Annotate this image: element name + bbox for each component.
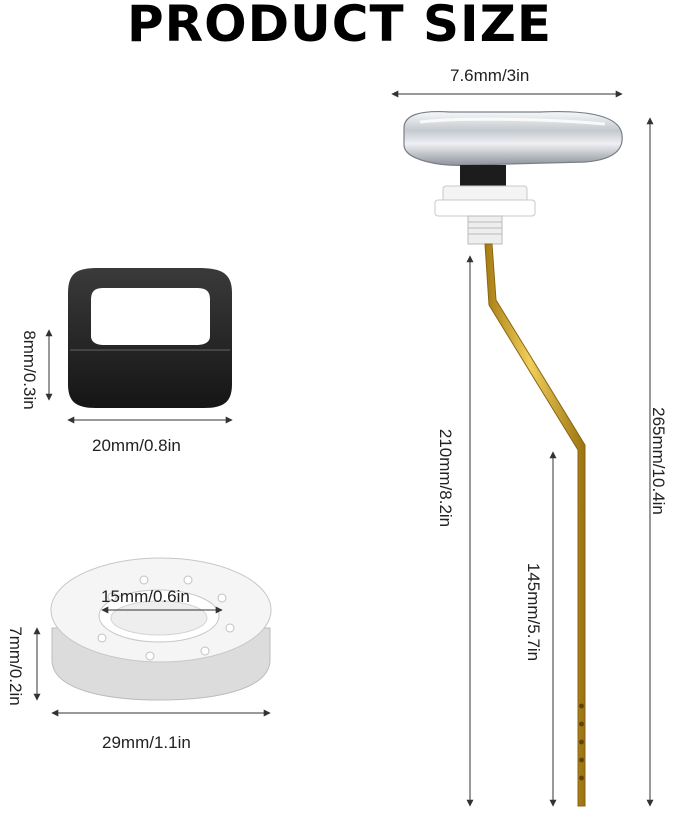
- nut-height-label: 7mm/0.2in: [6, 626, 25, 706]
- handle-width-label: 7.6mm/3in: [450, 66, 530, 85]
- total-length-label: 265mm/10.4in: [649, 407, 668, 515]
- square-washer-width-label: 20mm/0.8in: [92, 436, 181, 455]
- square-washer-height-label: 8mm/0.3in: [20, 330, 39, 410]
- nut-outer-diameter-label: 29mm/1.1in: [102, 733, 191, 752]
- brass-lift-arm: [484, 243, 586, 807]
- nut-inner-diameter-label: 15mm/0.6in: [101, 587, 190, 606]
- page-title: PRODUCT SIZE: [127, 0, 552, 53]
- arm-lower-length-label: 145mm/5.7in: [524, 562, 543, 662]
- dimension-lines: [33, 90, 654, 807]
- toilet-handle: [403, 110, 623, 245]
- arm-holes: [579, 703, 584, 781]
- arm-length-label: 210mm/8.2in: [436, 428, 455, 528]
- lock-nut: [50, 557, 272, 701]
- square-washer: [68, 268, 232, 408]
